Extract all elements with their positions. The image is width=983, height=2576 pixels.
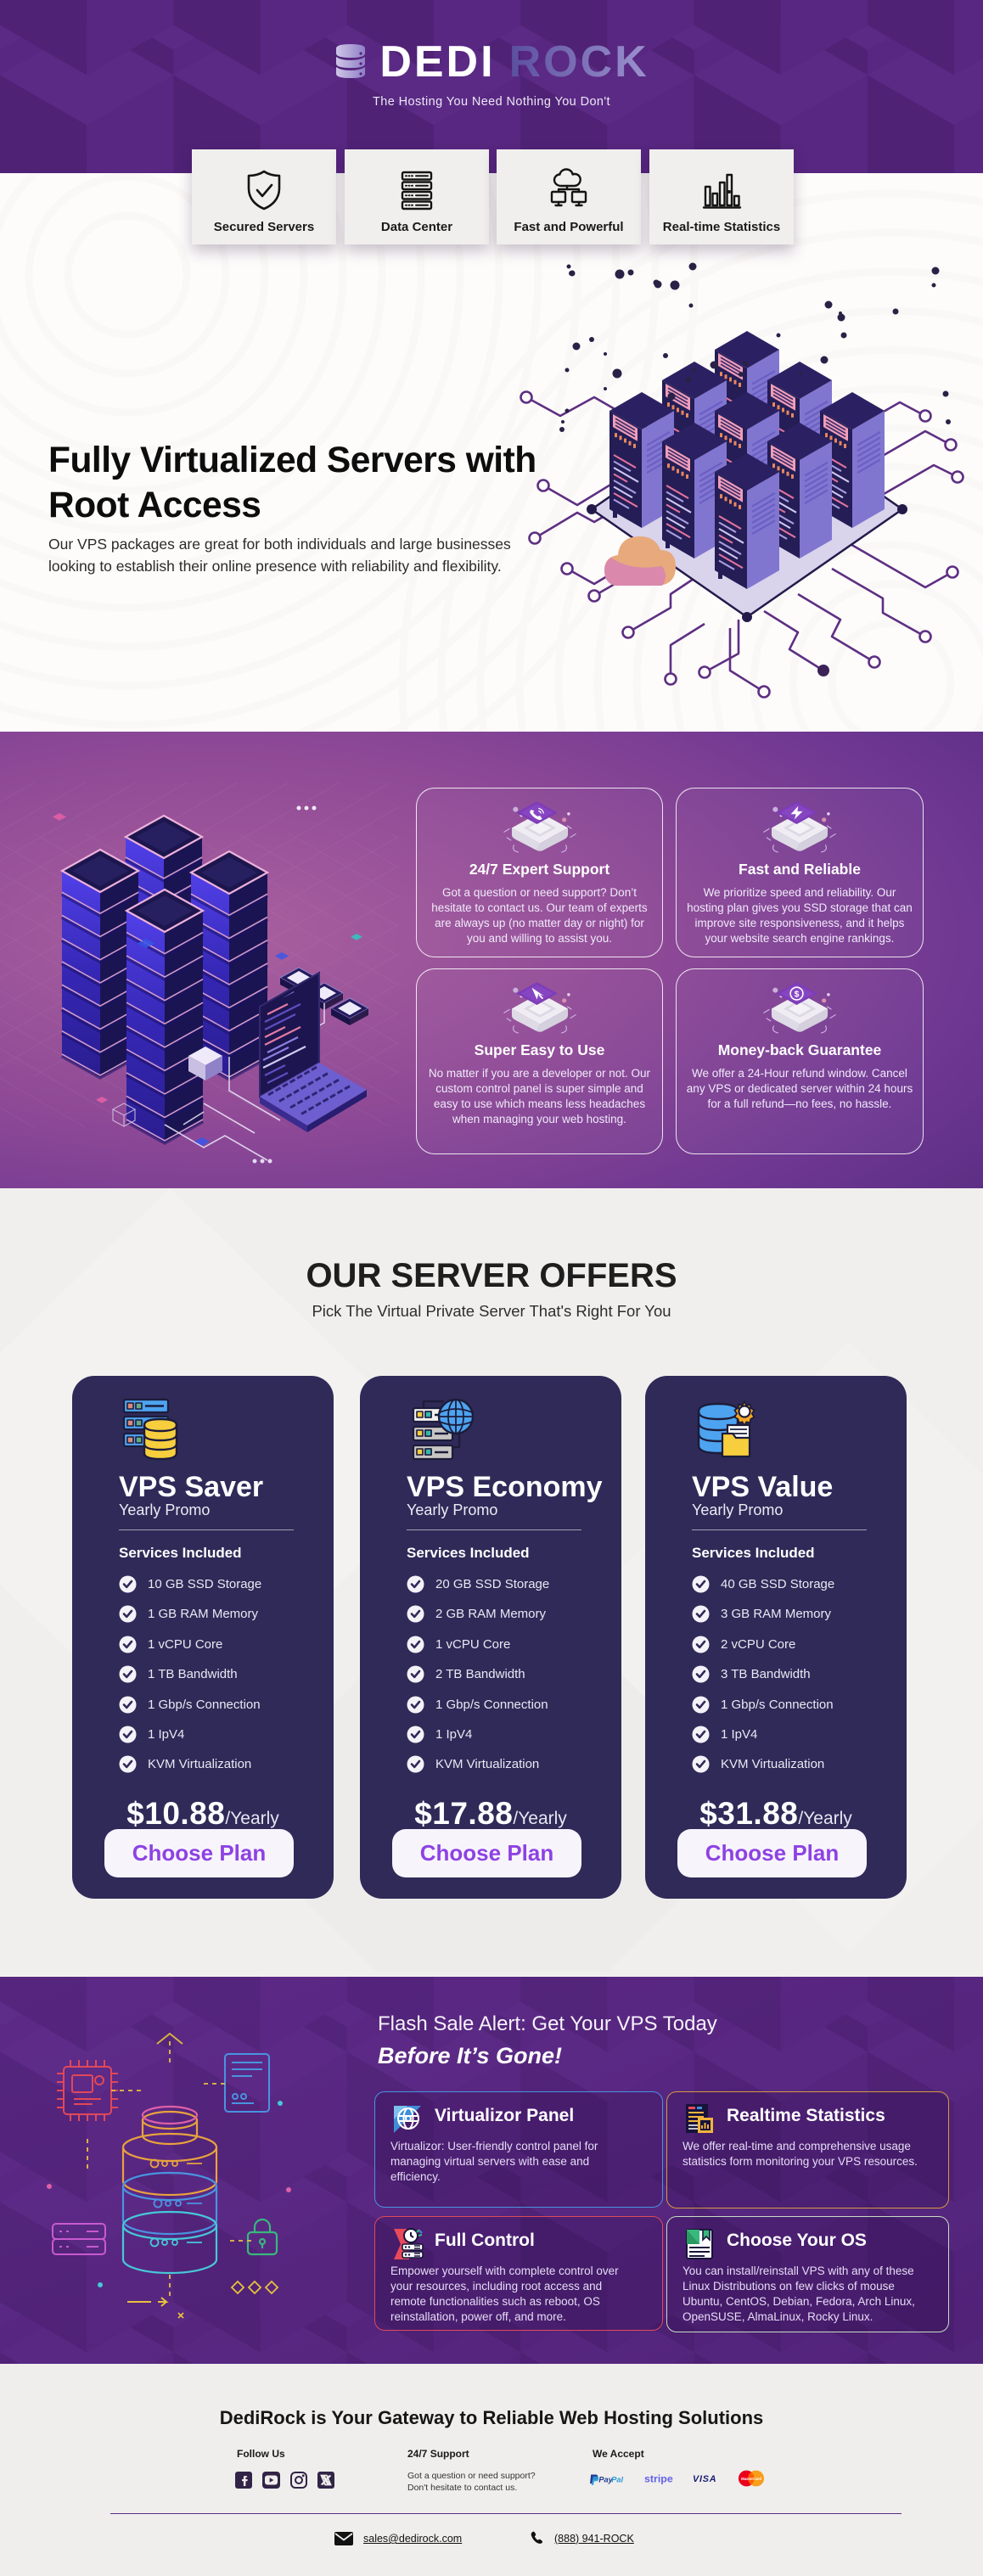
svg-text:Pal: Pal (611, 2475, 623, 2483)
svg-text:$: $ (795, 990, 800, 999)
svg-text:Pay: Pay (598, 2475, 613, 2483)
svg-text:stripe: stripe (644, 2473, 673, 2485)
svg-text:VISA: VISA (693, 2474, 716, 2483)
svg-text:MasterCard: MasterCard (741, 2477, 761, 2481)
